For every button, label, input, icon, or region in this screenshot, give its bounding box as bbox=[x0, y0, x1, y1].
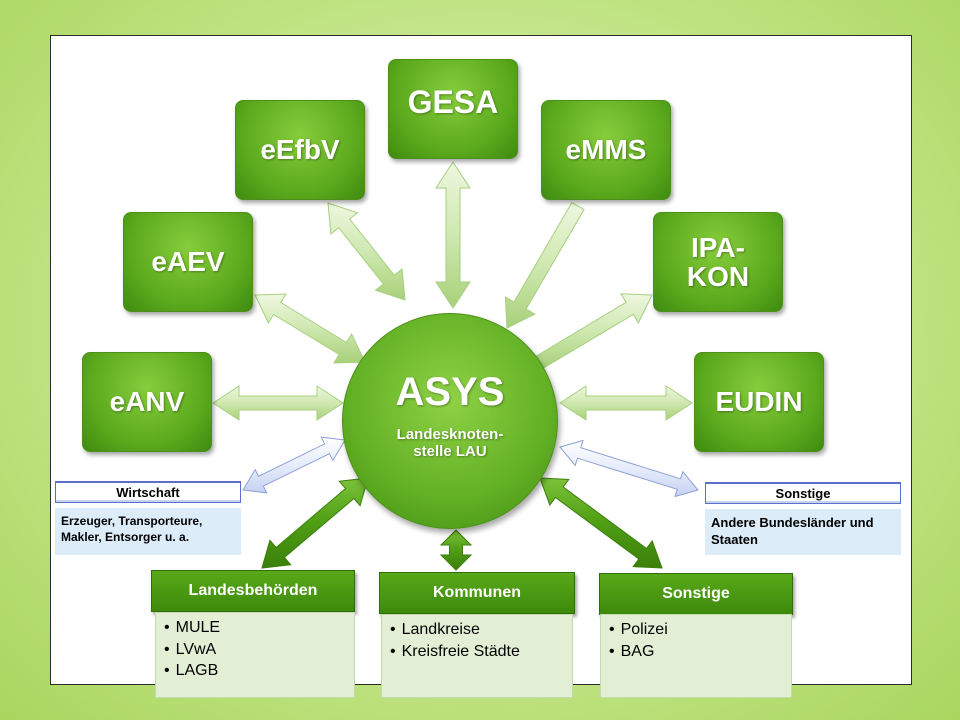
node-ipakon[interactable]: IPA- KON bbox=[653, 212, 783, 312]
group-header-kommunen: Kommunen bbox=[379, 572, 575, 614]
arrow-eaev bbox=[254, 293, 366, 364]
arrow-wirtschaft bbox=[242, 436, 346, 494]
node-eanv-label: eANV bbox=[109, 386, 185, 418]
node-eaev-label: eAEV bbox=[151, 246, 225, 278]
arrow-eefbv bbox=[327, 202, 406, 301]
group-header-landesbehoerden: Landesbehörden bbox=[151, 570, 355, 612]
node-gesa-label: GESA bbox=[407, 84, 499, 120]
center-node-asys[interactable]: ASYS Landesknoten- stelle LAU bbox=[342, 313, 558, 529]
arrow-landesbeh bbox=[261, 477, 369, 569]
list-item: LVwA bbox=[164, 639, 348, 661]
arrow-sonstige bbox=[539, 477, 663, 569]
node-emms[interactable]: eMMS bbox=[541, 100, 671, 200]
wirtschaft-header: Wirtschaft bbox=[55, 481, 241, 503]
arrow-eudin bbox=[559, 385, 693, 421]
arrow-kommunen bbox=[439, 529, 473, 571]
arrow-gesa bbox=[435, 161, 471, 309]
sonstige-right-description: Andere Bundesländer und Staaten bbox=[705, 509, 901, 555]
group-header-label: Kommunen bbox=[433, 584, 521, 601]
list-item: LAGB bbox=[164, 660, 348, 682]
group-list-sonstige: Polizei BAG bbox=[600, 614, 792, 698]
list-item: Polizei bbox=[609, 619, 785, 641]
node-eaev[interactable]: eAEV bbox=[123, 212, 253, 312]
group-header-label: Landesbehörden bbox=[188, 582, 318, 599]
node-eudin[interactable]: EUDIN bbox=[694, 352, 824, 452]
node-eefbv[interactable]: eEfbV bbox=[235, 100, 365, 200]
list-item: Landkreise bbox=[390, 619, 566, 641]
center-subtitle: Landesknoten- stelle LAU bbox=[396, 426, 504, 461]
center-title: ASYS bbox=[395, 370, 505, 414]
list-item: BAG bbox=[609, 641, 785, 663]
group-header-label: Sonstige bbox=[662, 585, 730, 602]
group-list-landesbehoerden: MULE LVwA LAGB bbox=[155, 612, 355, 698]
wirtschaft-header-label: Wirtschaft bbox=[116, 485, 180, 500]
wirtschaft-description: Erzeuger, Transporteure, Makler, Entsorg… bbox=[55, 508, 241, 555]
sonstige-right-description-text: Andere Bundesländer und Staaten bbox=[711, 515, 874, 547]
sonstige-right-header-label: Sonstige bbox=[775, 486, 831, 501]
sonstige-right-header: Sonstige bbox=[705, 482, 901, 504]
arrow-ipakon bbox=[535, 293, 653, 369]
group-header-sonstige: Sonstige bbox=[599, 573, 793, 615]
arrow-eanv bbox=[212, 385, 344, 421]
node-eefbv-label: eEfbV bbox=[260, 134, 340, 166]
wirtschaft-description-text: Erzeuger, Transporteure, Makler, Entsorg… bbox=[61, 514, 203, 544]
node-emms-label: eMMS bbox=[565, 134, 647, 166]
node-eanv[interactable]: eANV bbox=[82, 352, 212, 452]
list-item: MULE bbox=[164, 617, 348, 639]
arrow-sonstige-r bbox=[559, 439, 699, 498]
arrow-emms bbox=[504, 201, 585, 329]
node-ipakon-label: IPA- KON bbox=[686, 231, 750, 292]
node-eudin-label: EUDIN bbox=[715, 386, 803, 418]
group-list-kommunen: Landkreise Kreisfreie Städte bbox=[381, 614, 573, 698]
list-item: Kreisfreie Städte bbox=[390, 641, 566, 663]
node-gesa[interactable]: GESA bbox=[388, 59, 518, 159]
